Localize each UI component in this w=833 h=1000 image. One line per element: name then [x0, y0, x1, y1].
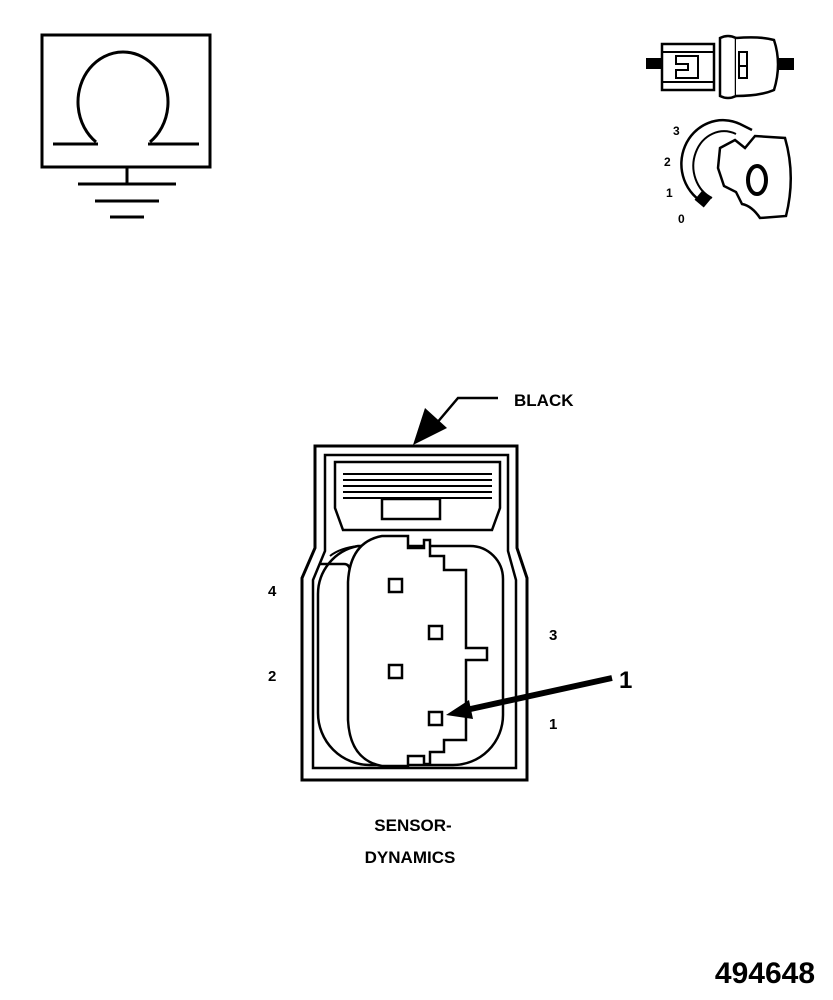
connector-name-line2: DYNAMICS — [365, 848, 456, 867]
ignition-key-icon: 3 2 1 0 — [664, 118, 792, 226]
pin-label-4: 4 — [268, 583, 277, 600]
ignition-position-0: 0 — [678, 212, 685, 226]
pin-label-2: 2 — [268, 668, 276, 685]
figure-id: 494648 — [715, 957, 815, 990]
black-label-arrow — [413, 408, 447, 445]
pin-cavity-1 — [427, 710, 444, 727]
callout-leader — [465, 675, 613, 713]
pin-label-3: 3 — [549, 627, 557, 644]
disconnected-connector-icon — [646, 34, 794, 100]
callout-arrowhead — [446, 700, 473, 719]
ignition-position-3: 3 — [673, 124, 680, 138]
pin-cavity-2 — [387, 663, 404, 680]
ignition-position-2: 2 — [664, 155, 671, 169]
pin-label-1: 1 — [549, 716, 557, 733]
callout-number: 1 — [619, 667, 632, 694]
connector-face: BLACK 1 4 2 3 1 SENSOR- — [268, 391, 632, 867]
pin-cavity-4 — [387, 577, 404, 594]
ignition-position-1: 1 — [666, 186, 673, 200]
pin-cavity-3 — [427, 624, 444, 641]
connector-color-label: BLACK — [514, 391, 574, 410]
connector-name-line1: SENSOR- — [374, 816, 451, 835]
ohm-ground-icon — [40, 33, 212, 219]
